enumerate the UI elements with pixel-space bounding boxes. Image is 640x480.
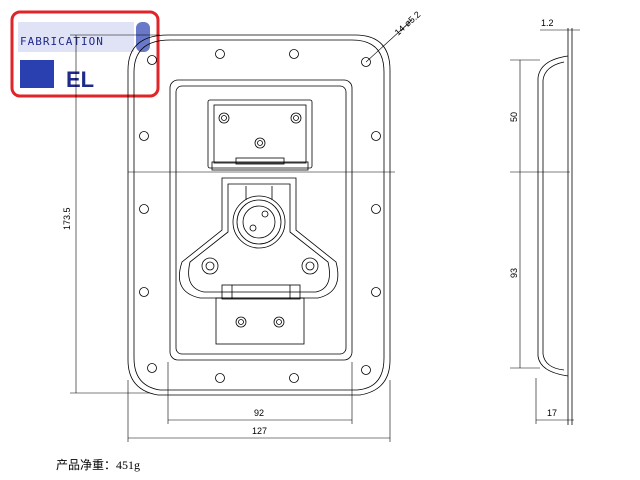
overall-width-label: 127 bbox=[252, 426, 267, 436]
lower-hinge-plate bbox=[215, 284, 305, 345]
latch-body bbox=[178, 177, 339, 299]
net-weight-note: 产品净重：451g bbox=[56, 458, 141, 472]
depth-label: 17 bbox=[547, 408, 557, 418]
side-view bbox=[537, 28, 573, 425]
hole-spec-label: 14-ø5.2 bbox=[393, 9, 423, 37]
thickness-label: 1.2 bbox=[541, 18, 554, 28]
side-dimension-lines bbox=[510, 29, 580, 424]
logo-bottom-text: EL bbox=[66, 67, 94, 92]
top-bracket bbox=[207, 99, 313, 171]
mounting-holes bbox=[139, 49, 381, 383]
logo-bar bbox=[20, 60, 54, 88]
lower-segment-label: 93 bbox=[509, 268, 519, 278]
front-view bbox=[127, 19, 413, 396]
overall-height-label: 173.5 bbox=[62, 207, 72, 230]
front-dimension-lines bbox=[70, 34, 391, 442]
company-logo: FABRICATION EL bbox=[10, 10, 160, 98]
inner-width-label: 92 bbox=[254, 408, 264, 418]
upper-segment-label: 50 bbox=[509, 112, 519, 122]
logo-top-text: FABRICATION bbox=[20, 35, 104, 48]
